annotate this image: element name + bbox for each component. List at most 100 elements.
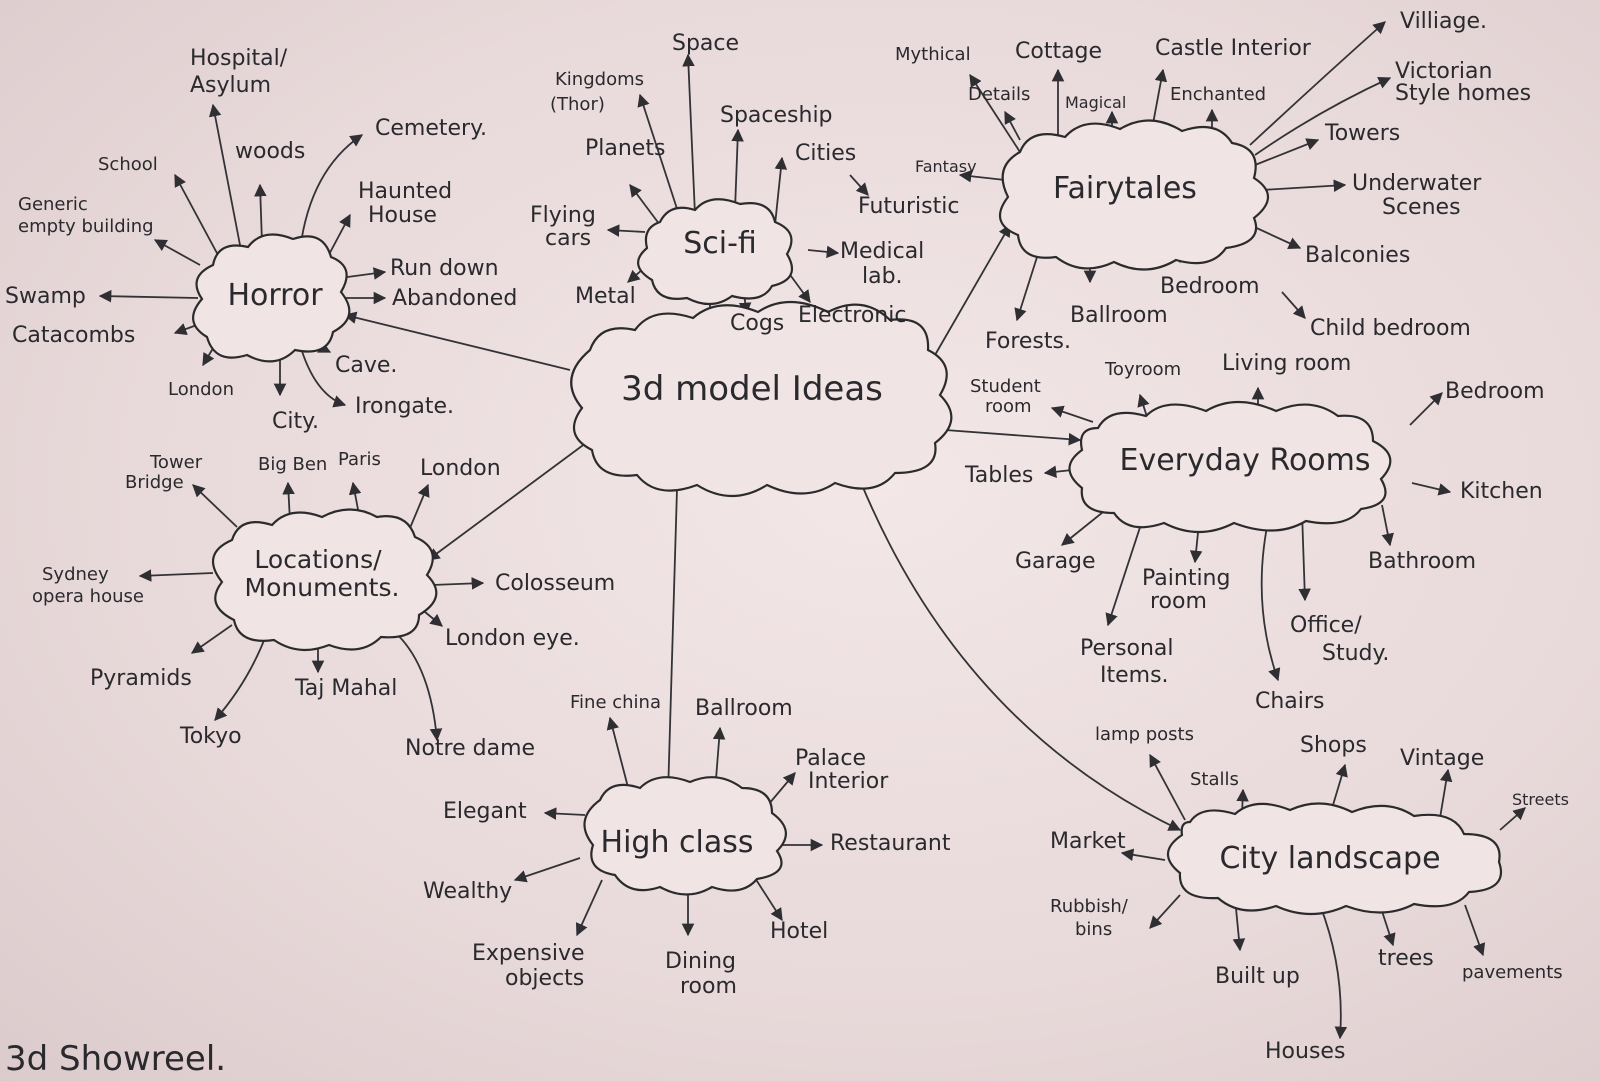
footer-title: 3d Showreel. (5, 1039, 226, 1079)
leaf-label: Ballroom (1070, 303, 1168, 328)
cloud-scifi (637, 198, 794, 306)
leaf-label: Metal (575, 284, 636, 309)
leaf-label: Expensive (472, 941, 585, 966)
leaf-label: London (168, 379, 234, 400)
leaf-label: Garage (1015, 549, 1096, 574)
leaf-label: Living room (1222, 351, 1351, 376)
central-topic: 3d model Ideas (621, 369, 883, 409)
leaf-label: Flying (530, 203, 596, 228)
leaf-label: Swamp (5, 284, 86, 309)
leaf-label: Asylum (190, 73, 271, 98)
locations-leaves: Tower Bridge Big Ben Paris London Sydney… (32, 449, 615, 761)
edge-hub-locations (426, 439, 591, 561)
leaf-label: Items. (1100, 663, 1169, 688)
cloud-fairytales (998, 119, 1270, 271)
leaf-label: London (420, 456, 501, 481)
leaf-label: Enchanted (1170, 84, 1266, 105)
leaf-label: Balconies (1305, 243, 1410, 268)
leaf-label: Market (1050, 829, 1126, 854)
leaf-label: cars (545, 226, 591, 251)
leaf-label: House (368, 203, 437, 228)
cloud-hub (570, 301, 953, 497)
leaf-label: Restaurant (830, 831, 951, 856)
leaf-label: (Thor) (550, 94, 605, 115)
leaf-label: Paris (338, 449, 381, 470)
leaf-label: Bridge (125, 472, 184, 493)
leaf-label: Office/ (1290, 613, 1362, 638)
leaf-label: Chairs (1255, 689, 1324, 714)
leaf-label: Cemetery. (375, 116, 487, 141)
hub-connectors (343, 223, 1182, 831)
leaf-label: lab. (862, 264, 903, 289)
cloud-everyday (1068, 401, 1392, 533)
leaf-label: Villiage. (1400, 9, 1487, 34)
leaf-label: Shops (1300, 733, 1367, 758)
leaf-label: Kingdoms (555, 69, 644, 90)
edge-hub-fairytales (934, 223, 1011, 356)
leaf-label: Catacombs (12, 323, 135, 348)
leaf-label: Cogs (730, 311, 784, 336)
edge-hub-everyday (944, 429, 1082, 446)
leaf-label: Cities (795, 141, 856, 166)
leaf-label: Magical (1065, 93, 1126, 112)
leaf-label: Space (672, 31, 739, 56)
leaf-label: Run down (390, 256, 499, 281)
cloud-city (1166, 802, 1502, 916)
leaf-label: Pyramids (90, 666, 192, 691)
leaf-label: Generic (18, 194, 88, 215)
leaf-label: Notre dame (405, 736, 535, 761)
leaf-label: Student (970, 376, 1041, 397)
edge-hub-city (849, 454, 1182, 831)
leaf-label: Irongate. (355, 394, 454, 419)
leaf-label: Sydney (42, 564, 109, 585)
leaf-label: Houses (1265, 1039, 1345, 1064)
highclass-leaves: Fine china Ballroom Palace Interior Eleg… (423, 692, 951, 999)
leaf-label: Stalls (1190, 769, 1239, 790)
leaf-label: Kitchen (1460, 479, 1543, 504)
cloud-highclass (583, 776, 787, 896)
leaf-label: London eye. (445, 626, 580, 651)
leaf-label: Haunted (358, 179, 452, 204)
leaf-label: Fantasy (915, 157, 977, 176)
leaf-label: Hotel (770, 919, 828, 944)
leaf-label: Rubbish/ (1050, 896, 1129, 917)
cloud-horror (192, 233, 351, 363)
leaf-label: Wealthy (423, 879, 512, 904)
leaf-label: Cottage (1015, 39, 1102, 64)
leaf-label: School (98, 154, 158, 175)
leaf-label: Ballroom (695, 696, 793, 721)
leaf-label: Scenes (1382, 195, 1461, 220)
everyday-leaves: Toyroom Living room Student room Bedroom… (964, 351, 1545, 714)
leaf-label: Palace (795, 746, 866, 771)
leaf-label: Painting (1142, 566, 1230, 591)
leaf-label: Spaceship (720, 103, 833, 128)
leaf-label: opera house (32, 586, 144, 607)
horror-leaves: Hospital/ Asylum woods Cemetery. School … (5, 46, 517, 434)
fairytales-leaves: Mythical Cottage Castle Interior Villiag… (895, 9, 1531, 354)
leaf-label: Forests. (985, 329, 1071, 354)
fairytales-title: Fairytales (1053, 171, 1197, 206)
leaf-label: Medical (840, 239, 924, 264)
leaf-label: Bedroom (1160, 274, 1260, 299)
leaf-label: Mythical (895, 44, 971, 65)
leaf-label: Built up (1215, 964, 1300, 989)
leaf-label: room (985, 396, 1032, 417)
leaf-label: Colosseum (495, 571, 615, 596)
edge-hub-horror (343, 311, 571, 371)
leaf-label: Tower (149, 452, 203, 473)
leaf-label: Futuristic (858, 194, 959, 219)
leaf-label: Taj Mahal (294, 676, 397, 701)
leaf-label: Interior (808, 769, 889, 794)
leaf-label: Electronic (798, 303, 906, 328)
leaf-label: Abandoned (392, 286, 517, 311)
leaf-label: pavements (1462, 962, 1563, 983)
leaf-label: empty building (18, 216, 154, 237)
locations-title-line2: Monuments. (245, 573, 400, 602)
leaf-label: Underwater (1352, 171, 1482, 196)
leaf-label: Hospital/ (190, 46, 288, 71)
leaf-label: Fine china (570, 692, 661, 713)
leaf-label: Style homes (1395, 81, 1531, 106)
leaf-label: Bedroom (1445, 379, 1545, 404)
